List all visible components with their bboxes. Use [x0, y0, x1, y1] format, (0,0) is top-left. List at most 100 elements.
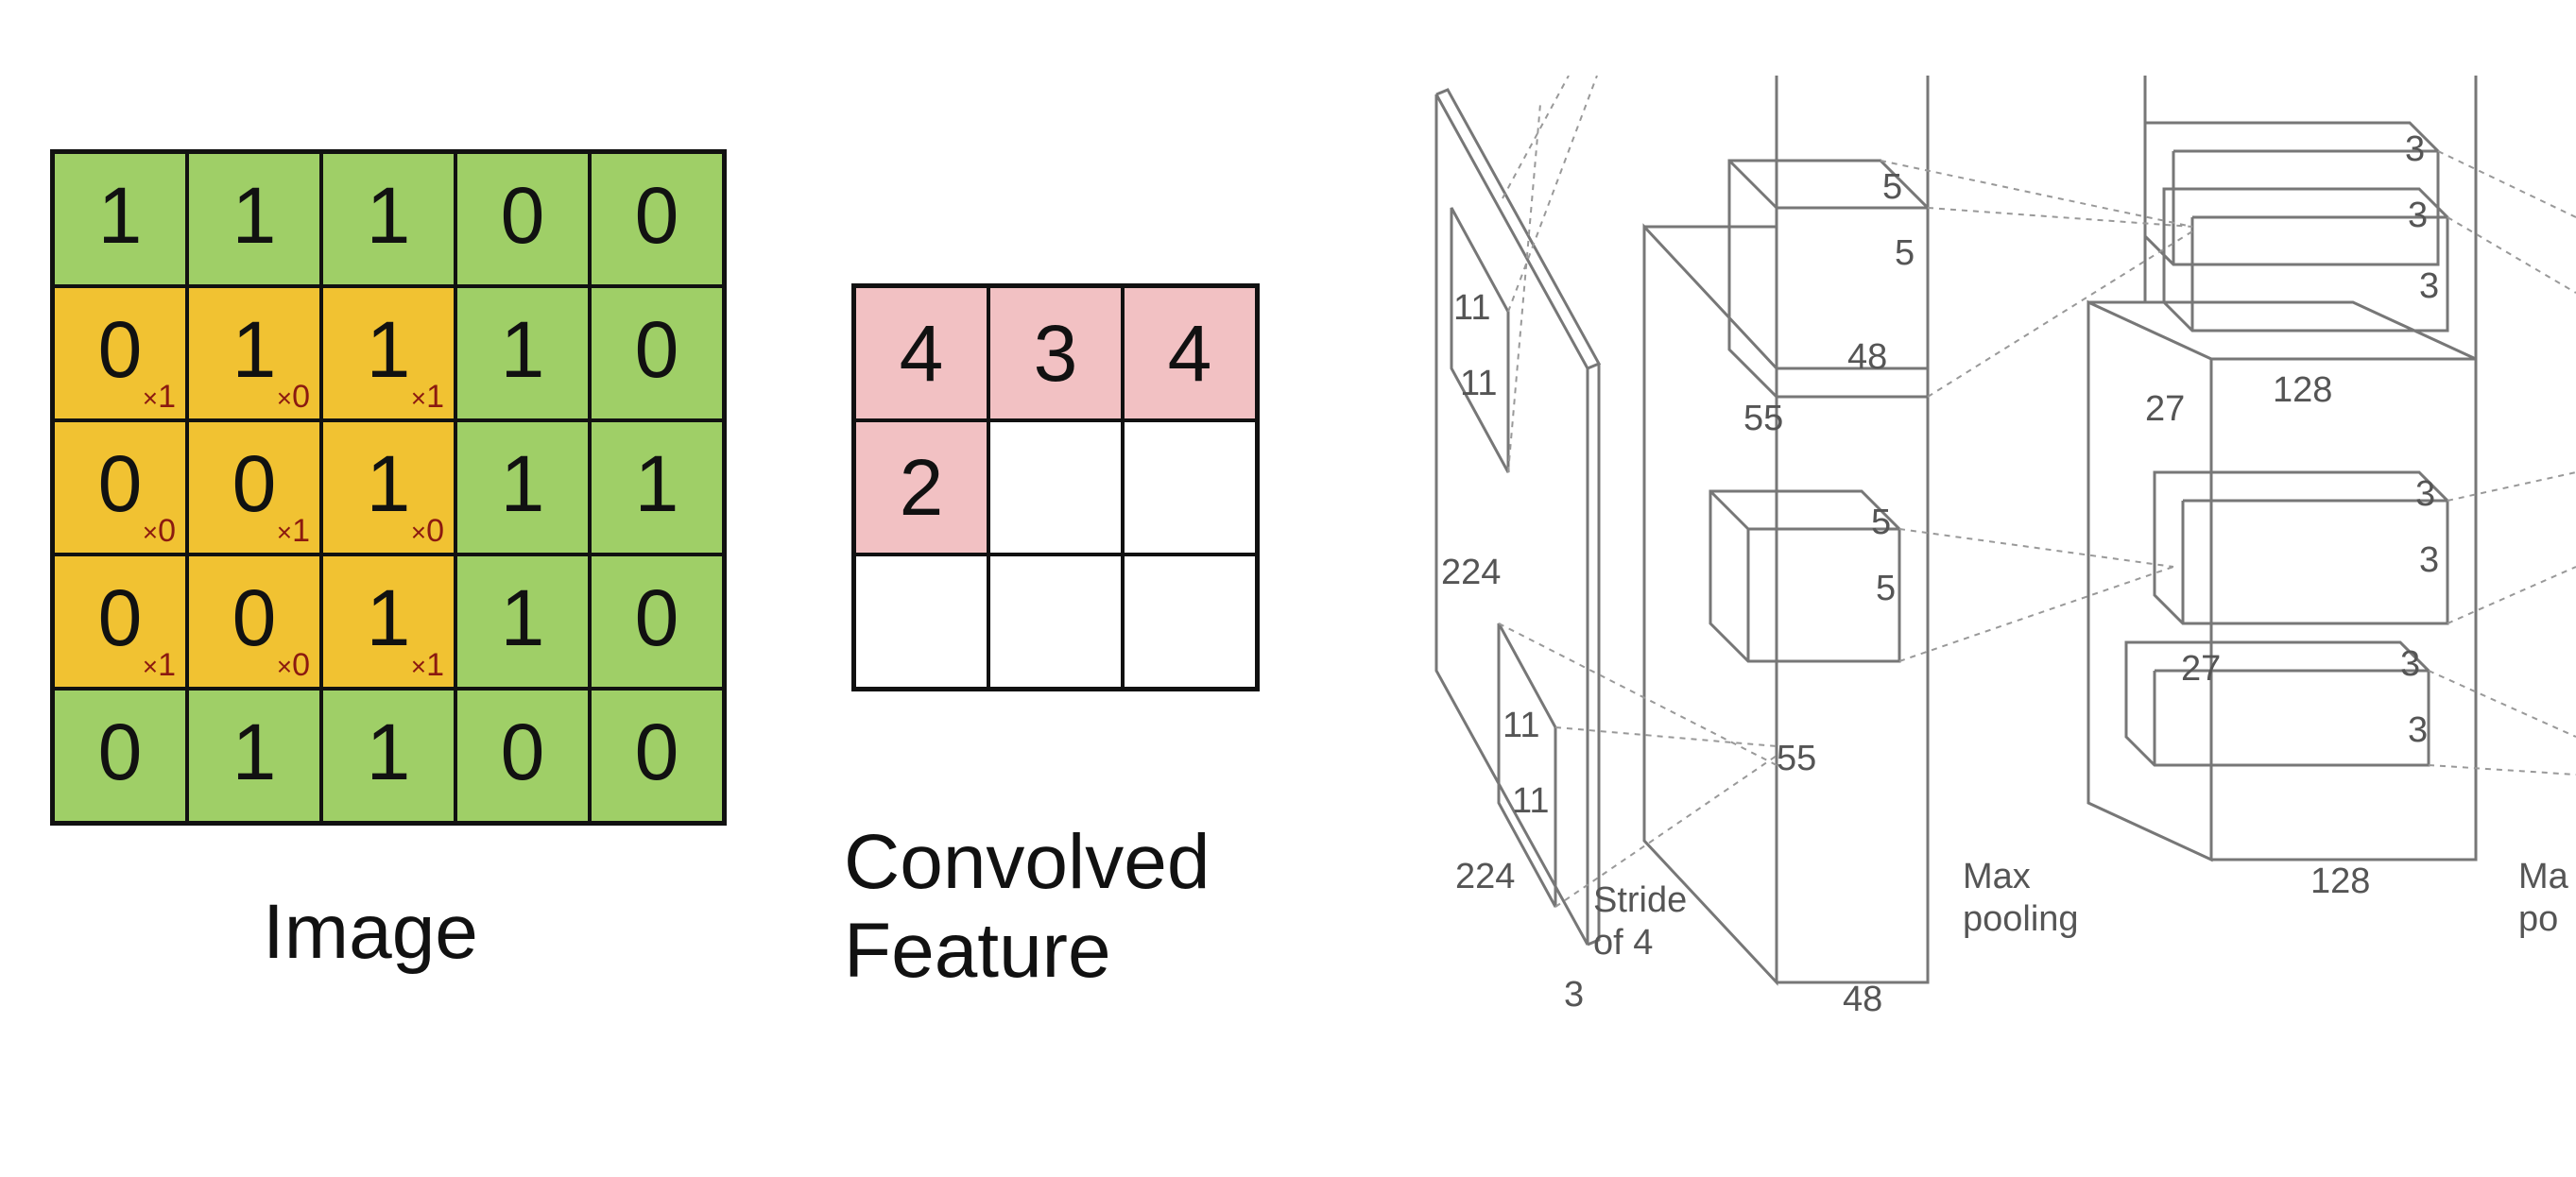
- image-cell: 00: [187, 554, 321, 689]
- convolved-cell: 4: [854, 286, 988, 420]
- image-cell-value: 0: [97, 708, 143, 796]
- label-cutoff-line2: po: [2518, 899, 2558, 939]
- image-cell-value: 0: [97, 439, 143, 528]
- kernel-weight: 0: [277, 381, 310, 413]
- image-cell-value: 0: [97, 305, 143, 394]
- image-cell-value: 1: [500, 573, 545, 662]
- image-cell: 1: [590, 420, 724, 554]
- image-cell: 0: [590, 689, 724, 823]
- kernel-weight: 0: [411, 515, 444, 547]
- image-cell: 0: [53, 689, 187, 823]
- label-conv2-kernel-a: 3: [2405, 129, 2425, 169]
- conv2-cube-mid: [2153, 470, 2449, 625]
- projection-lines-conv2: [2428, 150, 2576, 776]
- label-conv1-depth-b: 48: [1843, 980, 1882, 1019]
- image-cell-value: 0: [634, 171, 679, 260]
- label-conv2-kernel-e: 3: [2419, 540, 2439, 580]
- label-kernel-w1: 11: [1460, 364, 1497, 403]
- label-cutoff-line1: Ma: [2518, 857, 2569, 896]
- label-conv2-size-a: 27: [2145, 389, 2185, 429]
- image-cell: 0: [590, 554, 724, 689]
- image-cell-value: 0: [500, 708, 545, 796]
- image-grid: 1110001101110000110110100111001100: [50, 149, 727, 826]
- kernel-weight: 1: [277, 515, 310, 547]
- projection-lines-input: [1498, 76, 1777, 908]
- image-cell-value: 1: [97, 171, 143, 260]
- image-cell: 1: [187, 152, 321, 286]
- label-conv1-kernel-b: 5: [1895, 233, 1915, 273]
- image-cell: 1: [455, 554, 590, 689]
- label-conv1-kernel-a: 5: [1882, 167, 1902, 207]
- kernel-weight: 1: [411, 381, 444, 413]
- label-kernel-w2: 11: [1512, 781, 1549, 821]
- image-cell: 1: [455, 286, 590, 420]
- image-cell: 1: [53, 152, 187, 286]
- image-cell: 0: [455, 689, 590, 823]
- image-cell-value: 0: [634, 708, 679, 796]
- image-cell-value: 1: [366, 573, 411, 662]
- image-cell: 1: [321, 152, 455, 286]
- image-cell: 0: [590, 152, 724, 286]
- image-cell-value: 1: [232, 708, 277, 796]
- kernel-weight: 0: [277, 649, 310, 681]
- convolved-cell: 2: [854, 420, 988, 554]
- kernel-weight: 0: [143, 515, 176, 547]
- label-conv2-kernel-f: 3: [2400, 644, 2420, 684]
- label-conv1-kernel-d: 5: [1876, 569, 1896, 608]
- image-cell: 1: [455, 420, 590, 554]
- label-conv1-kernel-c: 5: [1871, 503, 1891, 542]
- label-conv2-depth-a: 128: [2273, 370, 2332, 410]
- image-cell-value: 1: [634, 439, 679, 528]
- label-conv1-size-b: 55: [1777, 739, 1816, 778]
- kernel-weight: 1: [143, 649, 176, 681]
- kernel-weight: 1: [411, 649, 444, 681]
- label-conv1-depth-a: 48: [1847, 337, 1887, 377]
- label-conv2-kernel-d: 3: [2415, 474, 2435, 514]
- convolved-cell: 4: [1123, 286, 1257, 420]
- label-conv2-kernel-b: 3: [2408, 196, 2428, 235]
- label-kernel-h2: 11: [1503, 706, 1539, 745]
- image-cell: 1: [321, 689, 455, 823]
- image-cell-value: 0: [97, 573, 143, 662]
- image-cell-value: 0: [232, 439, 277, 528]
- convolved-cell: [1123, 554, 1257, 689]
- label-conv2-kernel-c: 3: [2419, 266, 2439, 306]
- label-input-width: 224: [1455, 857, 1515, 896]
- label-conv2-kernel-g: 3: [2408, 710, 2428, 750]
- image-cell-value: 0: [232, 573, 277, 662]
- image-cell-value: 0: [634, 305, 679, 394]
- label-maxpool-line1: Max: [1963, 857, 2031, 896]
- projection-lines-conv1: [1880, 160, 2193, 662]
- image-cell-value: 1: [366, 439, 411, 528]
- image-cell-value: 1: [500, 439, 545, 528]
- kernel-weight: 1: [143, 381, 176, 413]
- image-cell: 0: [590, 286, 724, 420]
- image-cell-value: 1: [366, 708, 411, 796]
- convolved-cell: [1123, 420, 1257, 554]
- label-stride-line1: Stride: [1593, 880, 1687, 920]
- image-cell-value: 1: [366, 305, 411, 394]
- image-cell: 1: [187, 689, 321, 823]
- label-conv2-depth-b: 128: [2310, 861, 2370, 901]
- convolved-cell: [988, 554, 1123, 689]
- image-cell-value: 1: [500, 305, 545, 394]
- image-cell-value: 1: [366, 171, 411, 260]
- convolved-cell: 3: [988, 286, 1123, 420]
- convolved-caption-line2: Feature: [844, 908, 1111, 995]
- image-cell: 01: [53, 286, 187, 420]
- convolved-cell: [854, 554, 988, 689]
- image-cell: 0: [455, 152, 590, 286]
- conv2-volume: [2087, 299, 2213, 862]
- conv2-cube-low: [2124, 640, 2430, 767]
- conv1-right: [1777, 367, 1930, 984]
- image-cell: 01: [187, 420, 321, 554]
- label-kernel-h1: 11: [1453, 288, 1490, 328]
- label-input-depth: 3: [1564, 975, 1584, 1015]
- conv2-right: [2211, 357, 2478, 861]
- label-stride-line2: of 4: [1593, 923, 1653, 963]
- image-cell: 01: [53, 554, 187, 689]
- conv2-cube-top-b: [2162, 187, 2449, 333]
- image-caption: Image: [263, 889, 478, 975]
- image-cell: 10: [187, 286, 321, 420]
